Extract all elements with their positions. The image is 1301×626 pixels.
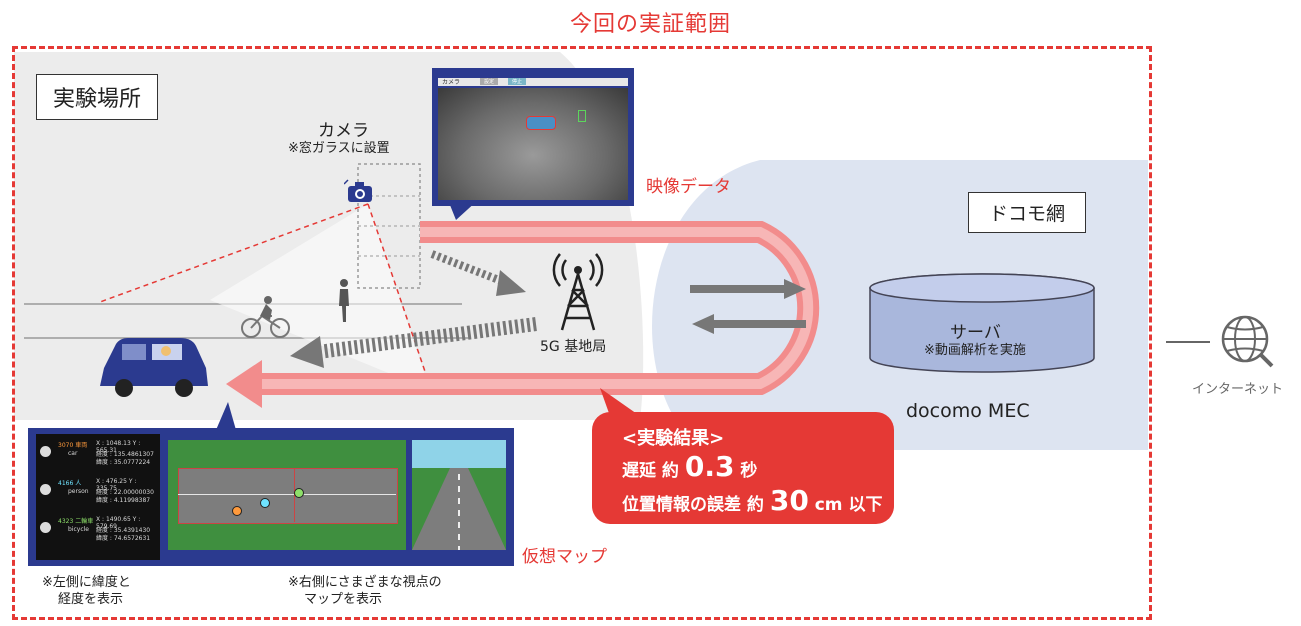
docomo-network-label: ドコモ網 bbox=[968, 192, 1087, 233]
virtual-map-window: 3070 車両 car X : 1048.13 Y : 565.31 経度 : … bbox=[28, 428, 514, 566]
arrow-right bbox=[784, 279, 806, 299]
camera-cone-edge-left bbox=[99, 203, 369, 303]
scope-frame bbox=[12, 46, 1152, 620]
camera-note: ※窓ガラスに設置 bbox=[288, 141, 390, 156]
camera-name: カメラ bbox=[318, 121, 369, 141]
stop-tab: 停止 bbox=[508, 78, 527, 85]
map-marker-bicycle bbox=[294, 488, 304, 498]
camera-feed-window: カメラ 設定 停止 bbox=[432, 68, 634, 206]
arrow-left bbox=[692, 314, 714, 334]
settings-tab: 設定 bbox=[480, 78, 499, 85]
perspective-map bbox=[412, 440, 506, 550]
camera-to-tower-arrow bbox=[430, 250, 506, 286]
result-heading: <実験結果> bbox=[622, 428, 725, 449]
result-accuracy: 位置情報の誤差 約 30 cm 以下 bbox=[622, 484, 883, 517]
bicycle-icon bbox=[241, 296, 290, 338]
video-data-arrowhead bbox=[226, 360, 262, 408]
mec-label: docomo MEC bbox=[906, 400, 1030, 422]
camera-cone-edge-right bbox=[367, 203, 433, 393]
tower-to-car-arrow bbox=[317, 317, 537, 359]
top-down-map bbox=[168, 440, 406, 550]
map-marker-car bbox=[232, 506, 242, 516]
pedestrian-icon bbox=[339, 279, 349, 322]
note-left: ※左側に緯度と 経度を表示 bbox=[42, 575, 131, 607]
server-note: ※動画解析を実施 bbox=[924, 343, 1026, 358]
globe-icon bbox=[1221, 315, 1274, 368]
base-station-label: 5G 基地局 bbox=[540, 339, 607, 355]
virtual-map-label: 仮想マップ bbox=[522, 547, 607, 567]
server-name: サーバ bbox=[950, 323, 1001, 343]
detected-car bbox=[526, 116, 556, 130]
video-data-label: 映像データ bbox=[646, 177, 731, 197]
result-delay: 遅延 約 0.3 秒 bbox=[622, 450, 758, 483]
accuracy-value: 30 bbox=[769, 484, 809, 517]
map-info-panel bbox=[36, 434, 160, 560]
detected-person bbox=[578, 110, 586, 122]
server-cylinder bbox=[869, 288, 1095, 373]
scope-title: 今回の実証範囲 bbox=[569, 12, 731, 37]
camera-feed-image bbox=[438, 88, 628, 200]
5g-tower-icon bbox=[552, 253, 604, 331]
site-label: 実験場所 bbox=[36, 74, 159, 120]
building bbox=[357, 163, 421, 289]
camera-tab: カメラ bbox=[442, 79, 461, 86]
car-icon bbox=[100, 338, 208, 397]
result-box-pointer bbox=[600, 388, 640, 416]
experiment-result-box: <実験結果> 遅延 約 0.3 秒 位置情報の誤差 約 30 cm 以下 bbox=[592, 412, 894, 524]
map-window-pointer bbox=[216, 402, 236, 430]
camera-icon bbox=[344, 179, 372, 202]
camera-window-pointer bbox=[448, 200, 478, 220]
map-marker-person bbox=[260, 498, 270, 508]
delay-value: 0.3 bbox=[684, 450, 735, 483]
note-right: ※右側にさまざまな視点の マップを表示 bbox=[288, 575, 442, 607]
internet-label: インターネット bbox=[1192, 382, 1284, 397]
